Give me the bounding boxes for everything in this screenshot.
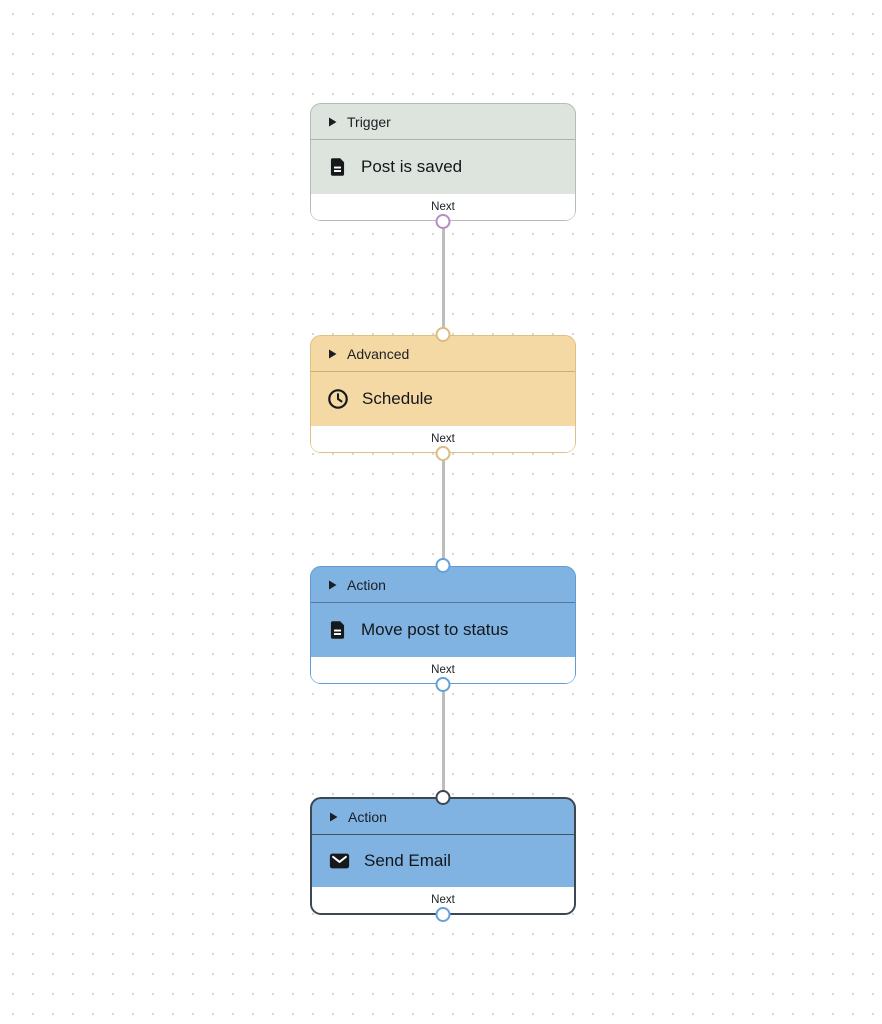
caret-right-icon bbox=[329, 812, 338, 822]
mail-icon bbox=[328, 850, 351, 872]
node-title: Post is saved bbox=[361, 157, 463, 176]
node-body[interactable]: Post is saved bbox=[311, 140, 575, 194]
node-header[interactable]: Action bbox=[311, 567, 575, 603]
edge-connector bbox=[441, 684, 445, 797]
caret-right-icon bbox=[328, 117, 337, 127]
next-port-label: Next bbox=[431, 664, 455, 676]
edge-connector bbox=[441, 221, 445, 335]
node-body[interactable]: Schedule bbox=[311, 372, 575, 426]
input-handle[interactable] bbox=[435, 558, 451, 573]
workflow-node-action-move-post[interactable]: Action Move post to status Next bbox=[310, 558, 576, 692]
node-header[interactable]: Trigger bbox=[311, 104, 575, 140]
node-category-label: Advanced bbox=[347, 345, 410, 362]
node-category-label: Action bbox=[347, 576, 386, 593]
output-handle[interactable] bbox=[435, 214, 451, 229]
next-port-label: Next bbox=[431, 201, 455, 213]
document-icon bbox=[327, 156, 348, 178]
next-port-label: Next bbox=[431, 433, 455, 445]
node-title: Move post to status bbox=[361, 620, 509, 639]
document-icon bbox=[327, 619, 348, 641]
output-handle[interactable] bbox=[435, 677, 451, 692]
workflow-node-action-send-email[interactable]: Action Send Email Next bbox=[310, 790, 576, 922]
output-handle[interactable] bbox=[435, 907, 451, 922]
node-category-label: Action bbox=[348, 808, 387, 825]
node-body[interactable]: Send Email bbox=[312, 835, 574, 887]
node-footer: Next bbox=[312, 887, 574, 913]
workflow-node-trigger[interactable]: Trigger Post is saved Next bbox=[310, 103, 576, 229]
next-port-label: Next bbox=[431, 894, 455, 906]
node-body[interactable]: Move post to status bbox=[311, 603, 575, 657]
output-handle[interactable] bbox=[435, 446, 451, 461]
caret-right-icon bbox=[328, 349, 337, 359]
node-header[interactable]: Action bbox=[312, 799, 574, 835]
workflow-node-advanced[interactable]: Advanced Schedule Next bbox=[310, 327, 576, 461]
caret-right-icon bbox=[328, 580, 337, 590]
clock-icon bbox=[327, 388, 349, 410]
node-category-label: Trigger bbox=[347, 113, 391, 130]
node-title: Schedule bbox=[362, 389, 433, 408]
input-handle[interactable] bbox=[435, 327, 451, 342]
edge-connector bbox=[441, 453, 445, 566]
input-handle[interactable] bbox=[435, 790, 451, 805]
node-header[interactable]: Advanced bbox=[311, 336, 575, 372]
node-title: Send Email bbox=[364, 851, 451, 870]
